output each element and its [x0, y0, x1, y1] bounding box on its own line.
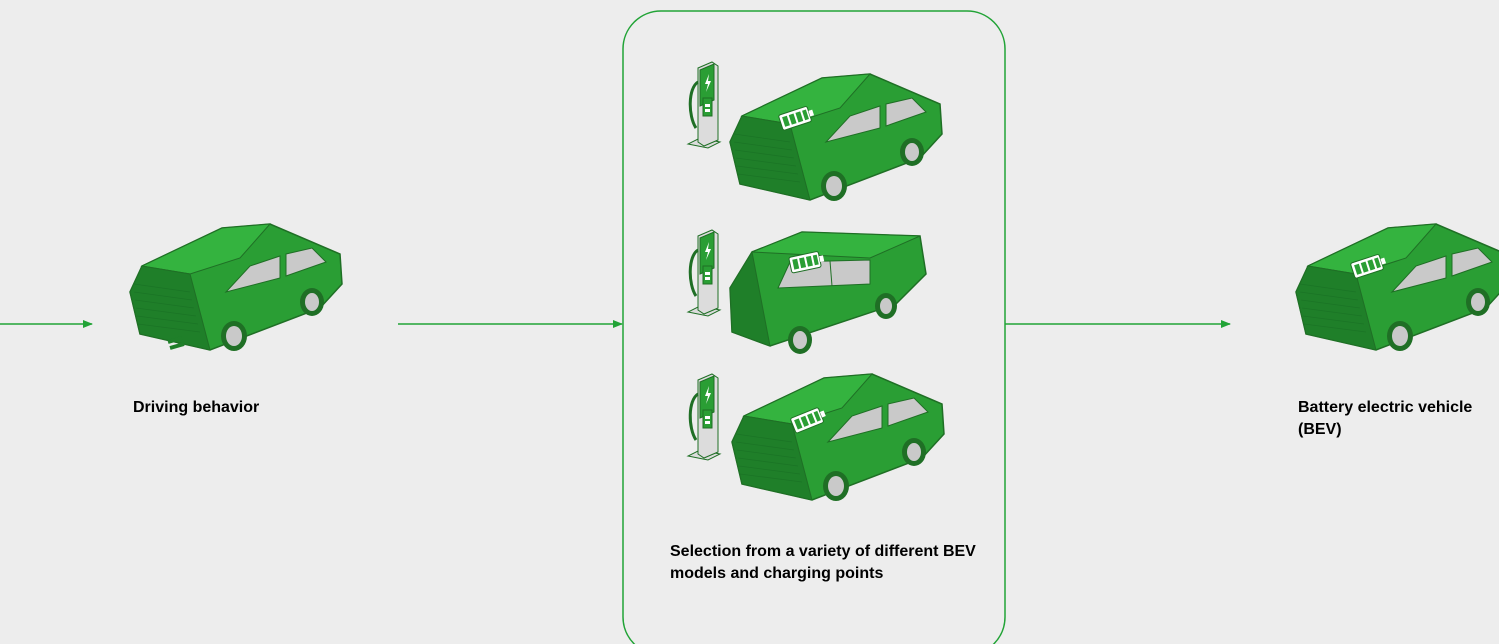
- charging-station-icon: [686, 372, 722, 462]
- van-battery-icon: [729, 231, 927, 355]
- car-battery-icon: [1295, 223, 1499, 352]
- charging-station-icon: [686, 228, 722, 318]
- selection-label: Selection from a variety of different BE…: [670, 543, 976, 582]
- car-icon: [129, 223, 343, 352]
- hatchback-battery-icon: [731, 373, 945, 502]
- car-battery-icon: [729, 73, 943, 202]
- selection-box: [622, 10, 1006, 644]
- charging-station-icon: [686, 60, 722, 150]
- driving-behavior-label: Driving behavior: [133, 399, 260, 416]
- bev-label: Battery electric vehicle (BEV): [1298, 399, 1473, 438]
